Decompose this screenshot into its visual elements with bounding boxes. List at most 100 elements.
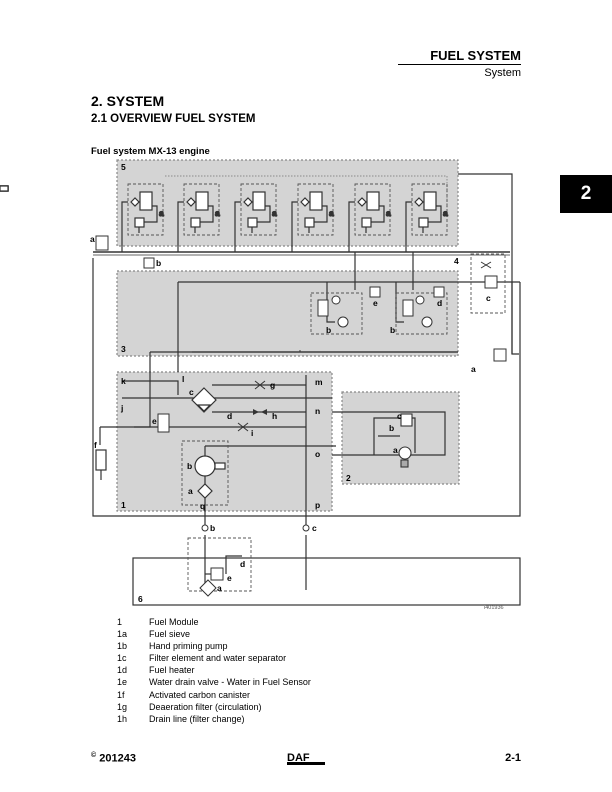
- water-drain-valve-icon: [157, 413, 170, 433]
- injector-unit: a: [0, 183, 392, 236]
- footer-code-text: 201243: [99, 752, 136, 765]
- valve-a-icon: [95, 235, 109, 251]
- figure-id: i401936: [484, 605, 504, 611]
- label-a: a: [159, 208, 164, 218]
- label-c: c: [312, 523, 317, 533]
- label-a: a: [329, 208, 334, 218]
- pressure-sensor-icon: [143, 257, 155, 269]
- label-f: f: [94, 440, 97, 450]
- module-5-box: [116, 159, 459, 247]
- legend-text: Fuel heater: [149, 665, 195, 676]
- temp-sensor-icon: [369, 286, 381, 298]
- header-rule: [398, 64, 521, 65]
- label-d: d: [227, 411, 232, 421]
- label-module-3: 3: [121, 344, 126, 354]
- label-a: a: [471, 364, 476, 374]
- legend-item: 1c Filter element and water separator: [117, 652, 311, 664]
- label-b: b: [156, 258, 161, 268]
- module-3-box: [116, 270, 459, 357]
- chapter-tab[interactable]: 2: [560, 175, 612, 213]
- legend-item: 1d Fuel heater: [117, 664, 311, 676]
- label-i: i: [251, 428, 253, 438]
- pressure-sensor-icon: [433, 286, 445, 298]
- label-module-1: 1: [121, 500, 126, 510]
- injector-unit: a: [0, 183, 221, 236]
- label-e: e: [227, 573, 232, 583]
- label-a: a: [272, 208, 277, 218]
- label-o: o: [315, 449, 320, 459]
- label-a: a: [215, 208, 220, 218]
- module-6-tank: [132, 557, 521, 606]
- label-b: b: [210, 523, 215, 533]
- header-title: FUEL SYSTEM: [430, 48, 521, 63]
- label-c: c: [189, 387, 194, 397]
- daf-logo-text: DAF: [287, 752, 310, 764]
- legend-text: Filter element and water separator: [149, 653, 287, 664]
- copyright-symbol: ©: [91, 752, 97, 759]
- label-a: a: [188, 486, 193, 496]
- legend-text: Hand priming pump: [149, 641, 228, 652]
- label-a: a: [386, 208, 391, 218]
- label-q: q: [200, 501, 205, 511]
- legend-text: Fuel Module: [149, 617, 199, 627]
- legend-item: 1a Fuel sieve: [117, 628, 311, 640]
- legend-text: Water drain valve - Water in Fuel Sensor: [149, 677, 311, 688]
- page-number: 2-1: [505, 752, 521, 764]
- fuel-pump-icon: [398, 413, 413, 468]
- label-b: b: [187, 461, 192, 471]
- label-j: j: [120, 403, 123, 413]
- label-module-6: 6: [138, 594, 143, 604]
- label-b: b: [326, 325, 331, 335]
- relief-valve-icon: [484, 275, 498, 289]
- legend-text: Fuel sieve: [149, 629, 191, 640]
- label-n: n: [315, 406, 320, 416]
- relief-valve-icon: [493, 348, 507, 362]
- label-a: a: [443, 208, 448, 218]
- legend-code: 1a: [117, 629, 128, 640]
- legend-list: 1 Fuel Module 1a Fuel sieve 1b Hand priming p…: [117, 616, 311, 725]
- daf-logo: DAF: [287, 751, 325, 770]
- legend-text: Drain line (filter change): [149, 713, 245, 724]
- label-d: d: [240, 559, 245, 569]
- legend-code: 1: [117, 617, 123, 627]
- label-c: c: [397, 411, 402, 421]
- label-h: h: [272, 411, 277, 421]
- legend-code: 1b: [117, 641, 128, 652]
- legend-item: 1b Hand priming pump: [117, 640, 311, 652]
- section-subheading: 2.1 OVERVIEW FUEL SYSTEM: [91, 113, 256, 125]
- legend-code: 1f: [117, 689, 125, 700]
- legend-text: Activated carbon canister: [149, 689, 251, 700]
- label-e: e: [373, 298, 378, 308]
- label-a: a: [90, 234, 95, 244]
- legend-code: 1c: [117, 653, 127, 664]
- label-module-2: 2: [346, 473, 351, 483]
- label-k: k: [121, 376, 126, 386]
- label-c: c: [486, 293, 491, 303]
- label-module-5: 5: [121, 162, 126, 172]
- legend-text: Deaeration filter (circulation): [149, 701, 262, 712]
- legend-code: 1d: [117, 665, 128, 676]
- module-2-box: [341, 391, 460, 485]
- label-line-4: 4: [454, 256, 459, 266]
- label-b: b: [389, 423, 394, 433]
- legend-code: 1e: [117, 677, 128, 688]
- legend-code: 1g: [117, 701, 128, 712]
- legend-item: 1e Water drain valve - Water in Fuel Sens…: [117, 676, 311, 688]
- legend-item: 1g Deaeration filter (circulation): [117, 701, 311, 713]
- legend-item: 1 Fuel Module: [117, 616, 311, 628]
- label-d: d: [437, 298, 442, 308]
- label-a: a: [393, 445, 398, 455]
- section-heading: 2. SYSTEM: [91, 93, 165, 109]
- tank-sensor-icon: [210, 567, 224, 581]
- filter-separator-icon: [191, 387, 217, 413]
- hand-priming-pump-icon: [194, 455, 226, 499]
- label-g: g: [270, 380, 275, 390]
- legend-item: 1f Activated carbon canister: [117, 689, 311, 701]
- label-b: b: [390, 325, 395, 335]
- module-1-box: [116, 371, 333, 512]
- injector-unit: a: [0, 183, 165, 236]
- label-e: e: [152, 416, 157, 426]
- label-p: p: [315, 500, 320, 510]
